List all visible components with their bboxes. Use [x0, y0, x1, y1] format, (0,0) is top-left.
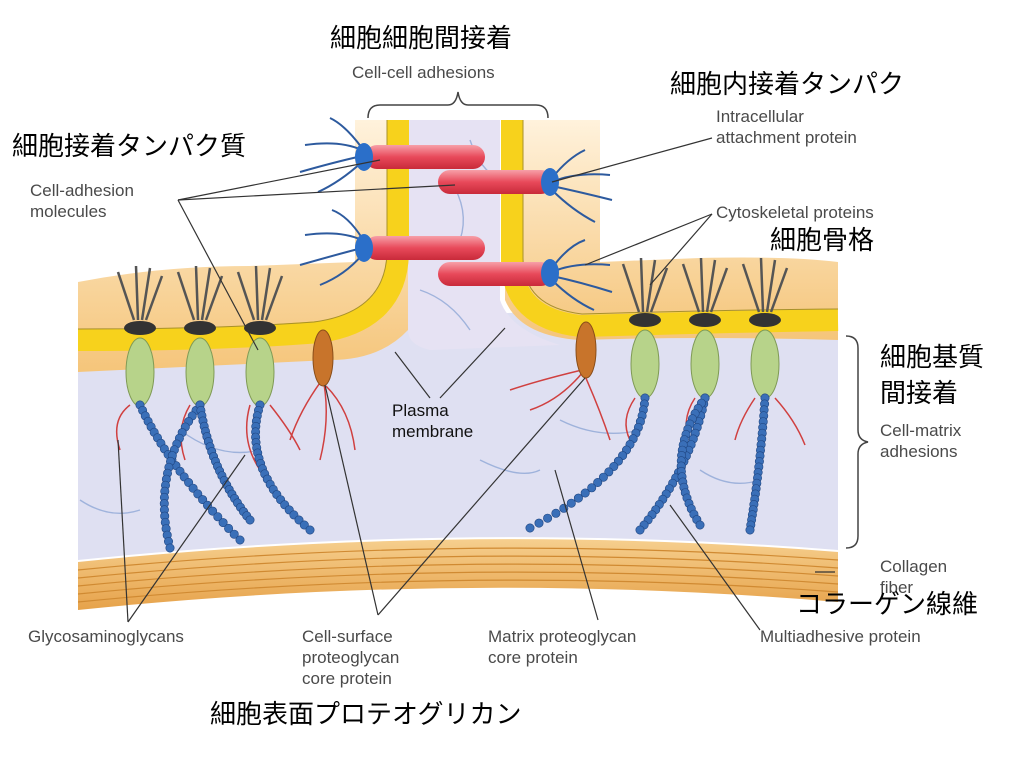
- glycan-bead: [534, 518, 544, 528]
- glycan-bead: [213, 512, 223, 522]
- cell-cell-bracket: [367, 91, 549, 119]
- adhesion-rod: [438, 262, 553, 286]
- glycan-bead: [208, 506, 218, 516]
- glycosaminoglycan-chains: [135, 393, 770, 553]
- label-collagen-en: Collagen fiber: [880, 557, 948, 597]
- glycan-bead: [551, 508, 561, 518]
- label-cell-matrix-jp: 細胞基質 間接着: [880, 343, 985, 409]
- glycan-bead: [745, 525, 755, 535]
- glycan-bead: [305, 525, 315, 535]
- glycan-bead: [229, 529, 239, 539]
- core-protein: [575, 321, 597, 379]
- label-plasma-membrane: Plasma membrane: [392, 401, 474, 441]
- label-intracellular-en: Intracellular attachment protein: [716, 107, 857, 147]
- cell-matrix-bracket: [845, 335, 869, 549]
- glycan-bead: [695, 520, 705, 530]
- plasma-membrane-left: [77, 120, 409, 351]
- label-adhesion-en: Cell-adhesion molecules: [30, 181, 134, 221]
- glycan-bead: [573, 493, 583, 503]
- attachment-proteins-left: [299, 117, 373, 286]
- integrin: [681, 257, 729, 399]
- glycan-bead: [198, 495, 208, 505]
- glycan-bead: [165, 543, 175, 553]
- glycan-bead: [543, 513, 553, 523]
- label-adhesion-jp: 細胞接着タンパク質: [12, 132, 247, 162]
- glycan-bead: [235, 535, 245, 545]
- adhesion-rod: [438, 170, 553, 194]
- cell-matrix-integrins: [116, 257, 789, 407]
- attachment-protein-cap: [541, 168, 559, 196]
- label-cytoskeletal-jp: 細胞骨格: [770, 226, 875, 256]
- integrin: [176, 265, 224, 407]
- integrin: [236, 265, 284, 407]
- glycan-bead: [598, 472, 608, 482]
- label-glycosaminoglycans: Glycosaminoglycans: [28, 627, 184, 646]
- leader-lines: [117, 137, 835, 631]
- glycan-bead: [218, 518, 228, 528]
- glycan-bead: [604, 467, 614, 477]
- glycan-bead: [224, 523, 234, 533]
- label-cell-matrix-en: Cell-matrix adhesions: [880, 421, 962, 461]
- integrin: [116, 265, 164, 407]
- core-protein: [312, 329, 334, 387]
- label-multiadhesive-protein: Multiadhesive protein: [760, 627, 921, 646]
- glycan-bead: [193, 489, 203, 499]
- label-cell-cell-en: Cell-cell adhesions: [352, 63, 495, 82]
- collagen-fiber-strands: [77, 547, 839, 603]
- label-collagen-jp: コラーゲン線維: [796, 590, 979, 620]
- attachment-protein-cap: [355, 234, 373, 262]
- integrin: [741, 257, 789, 399]
- cell-surface-proteoglycans: [289, 321, 611, 461]
- glycan-bead: [245, 515, 255, 525]
- glycan-bead: [566, 498, 576, 508]
- label-cell-surface-proteoglycan: Cell-surface proteoglycan core protein: [302, 627, 400, 688]
- label-intracellular-jp: 細胞内接着タンパク: [670, 70, 905, 100]
- cytoplasm-left-cell: [78, 120, 408, 372]
- label-cell-surface-jp: 細胞表面プロテオグリカン: [210, 700, 522, 730]
- adhesion-rod: [365, 145, 485, 169]
- label-cytoskeletal-en: Cytoskeletal proteins: [716, 203, 874, 222]
- adhesion-rod: [365, 236, 485, 260]
- label-cell-cell-jp: 細胞細胞間接着: [330, 24, 513, 54]
- attachment-protein-cap: [355, 143, 373, 171]
- glycan-bead: [587, 483, 597, 493]
- glycan-bead: [299, 520, 309, 530]
- cell-cell-adhesion-molecules: [365, 145, 553, 286]
- label-matrix-proteoglycan: Matrix proteoglycan core protein: [488, 627, 637, 667]
- collagen-fiber-band: [78, 539, 838, 610]
- glycan-bead: [635, 525, 645, 535]
- integrin: [621, 257, 669, 399]
- glycan-bead: [580, 488, 590, 498]
- glycan-bead: [593, 477, 603, 487]
- attachment-protein-cap: [541, 259, 559, 287]
- glycan-bead: [525, 523, 535, 533]
